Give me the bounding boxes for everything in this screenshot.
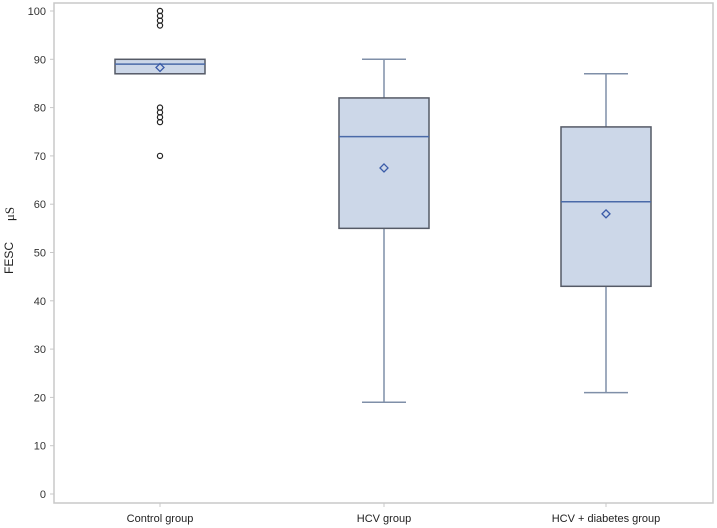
y-tick-label: 50 [34, 248, 46, 260]
y-tick-label: 0 [40, 489, 46, 501]
mean-marker-icon [601, 208, 611, 219]
outlier-point [156, 152, 164, 160]
iqr-box [114, 58, 206, 75]
x-tick-label: HCV group [357, 513, 411, 525]
y-axis-label: FESC [2, 242, 16, 274]
x-axis: Control group HCV group HCV + diabetes gro… [127, 503, 661, 525]
y-tick-label: 100 [28, 6, 46, 18]
iqr-box [560, 126, 652, 288]
y-tick-label: 90 [34, 54, 46, 66]
y-tick-label: 40 [34, 296, 46, 308]
x-tick-label: Control group [127, 513, 194, 525]
box-hcv-diabetes-group [560, 73, 652, 394]
x-tick-label: HCV + diabetes group [552, 513, 661, 525]
outlier-point [156, 22, 164, 29]
mean-marker-icon [379, 163, 389, 173]
box-hcv-group [338, 58, 430, 403]
y-axis-unit: μS [2, 207, 17, 221]
y-tick-label: 10 [34, 441, 46, 453]
y-tick-label: 80 [34, 103, 46, 115]
box-control-group [114, 7, 206, 160]
boxes-layer [114, 7, 652, 403]
outlier-point [156, 118, 164, 126]
y-axis: 0 10 20 30 40 50 60 70 80 90 100 [28, 6, 54, 501]
y-tick-label: 20 [34, 392, 46, 404]
y-tick-label: 60 [34, 199, 46, 211]
y-axis-title: FESC μS [2, 207, 17, 274]
y-tick-label: 30 [34, 344, 46, 356]
y-tick-label: 70 [34, 151, 46, 163]
mean-marker-icon [155, 62, 165, 73]
